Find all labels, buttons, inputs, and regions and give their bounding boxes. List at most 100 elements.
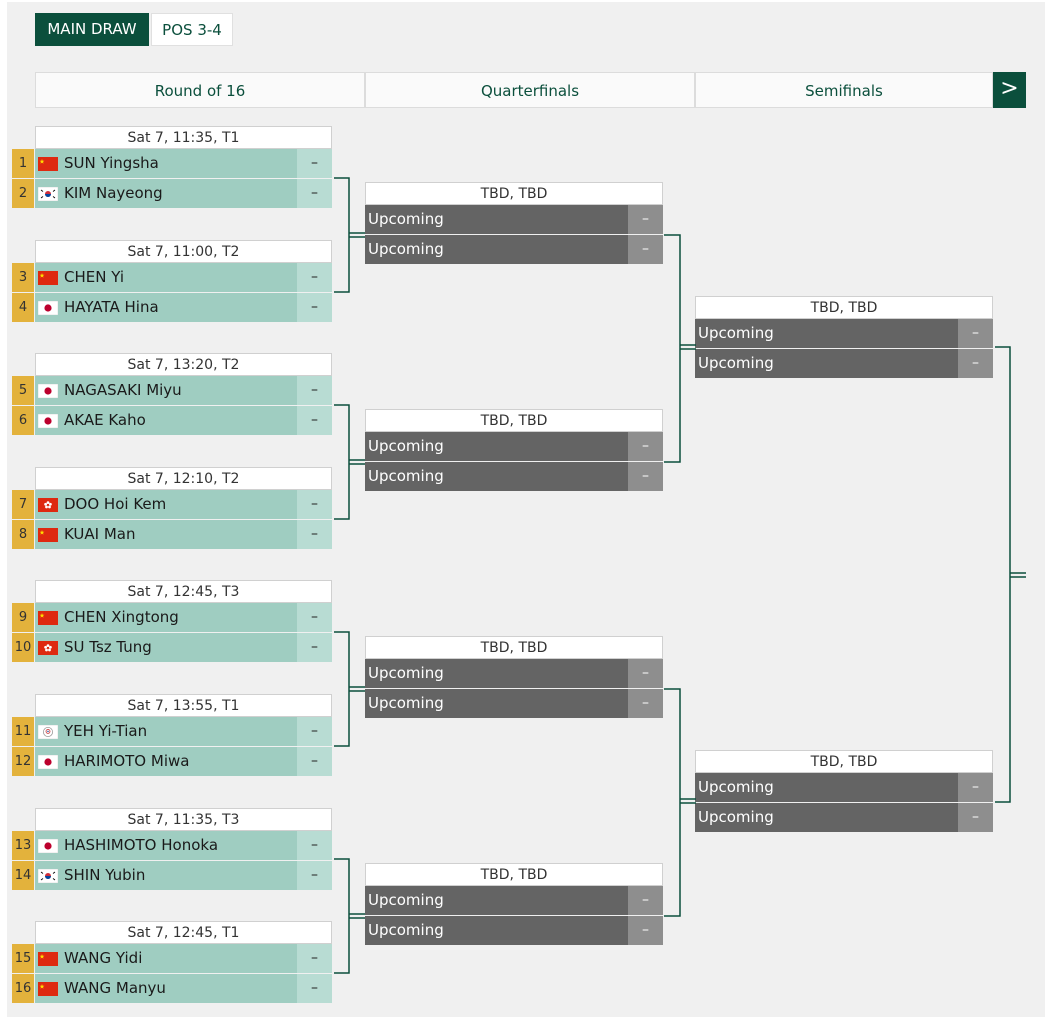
seed-number: 10 <box>12 633 34 663</box>
slot-score: – <box>628 659 663 688</box>
tab-pos-3-4[interactable]: POS 3-4 <box>151 13 233 46</box>
upcoming-slot[interactable]: Upcoming <box>365 462 628 491</box>
slot-label: Upcoming <box>368 240 444 258</box>
upcoming-slot[interactable]: Upcoming <box>365 886 628 915</box>
china-flag-icon <box>38 156 58 171</box>
upcoming-slot[interactable]: Upcoming <box>695 803 958 832</box>
china-flag-icon <box>38 951 58 967</box>
player-row[interactable]: YEH Yi-Tian <box>35 717 297 746</box>
player-row[interactable]: DOO Hoi Kem <box>35 489 297 519</box>
player-score: – <box>297 406 332 436</box>
slot-score: – <box>958 803 993 832</box>
player-row[interactable]: SHIN Yubin <box>35 860 297 890</box>
slot-label: Upcoming <box>368 694 444 712</box>
slot-score: – <box>958 319 993 348</box>
player-row[interactable]: SU Tsz Tung <box>35 633 297 663</box>
japan-flag-icon <box>37 754 59 770</box>
china-flag-icon <box>38 527 58 542</box>
match-datetime: TBD, TBD <box>695 750 993 773</box>
player-name: WANG Manyu <box>64 979 166 998</box>
player-row[interactable]: HAYATA Hina <box>35 292 297 322</box>
seed-number: 7 <box>12 489 34 519</box>
seed-number: 14 <box>12 860 34 890</box>
round-header-sf[interactable]: Semifinals <box>695 72 993 108</box>
seed-number: 9 <box>12 603 34 633</box>
match-datetime: TBD, TBD <box>365 409 663 432</box>
match-datetime: Sat 7, 11:35, T1 <box>35 126 332 149</box>
hong-kong-flag-icon <box>38 640 58 656</box>
player-name: CHEN Xingtong <box>64 608 179 627</box>
player-score: – <box>297 376 332 406</box>
slot-label: Upcoming <box>698 778 774 796</box>
match-datetime: Sat 7, 13:55, T1 <box>35 694 332 717</box>
slot-score: – <box>628 205 663 234</box>
player-score: – <box>297 747 332 776</box>
player-name: KIM Nayeong <box>64 184 163 202</box>
slot-score: – <box>958 773 993 802</box>
player-score: – <box>297 519 332 549</box>
slot-score: – <box>958 349 993 378</box>
slot-score: – <box>628 916 663 945</box>
slot-label: Upcoming <box>368 210 444 228</box>
slot-label: Upcoming <box>698 324 774 342</box>
match-datetime: Sat 7, 12:45, T1 <box>35 921 332 945</box>
player-row[interactable]: SUN Yingsha <box>35 149 297 178</box>
match-datetime: TBD, TBD <box>365 636 663 659</box>
player-name: WANG Yidi <box>64 949 143 968</box>
slot-score: – <box>628 235 663 264</box>
player-name: HASHIMOTO Honoka <box>64 835 219 854</box>
match-datetime: Sat 7, 11:00, T2 <box>35 239 332 263</box>
upcoming-slot[interactable]: Upcoming <box>365 205 628 234</box>
slot-score: – <box>628 432 663 461</box>
player-row[interactable]: HARIMOTO Miwa <box>35 747 297 776</box>
player-name: SU Tsz Tung <box>64 638 152 657</box>
player-row[interactable]: CHEN Xingtong <box>35 603 297 633</box>
match-datetime: TBD, TBD <box>365 863 663 886</box>
upcoming-slot[interactable]: Upcoming <box>365 916 628 945</box>
player-score: – <box>297 179 332 208</box>
match-datetime: TBD, TBD <box>365 182 663 205</box>
upcoming-slot[interactable]: Upcoming <box>365 432 628 461</box>
match-datetime: Sat 7, 12:10, T2 <box>35 466 332 490</box>
seed-number: 2 <box>12 179 34 208</box>
player-score: – <box>297 717 332 746</box>
slot-label: Upcoming <box>368 664 444 682</box>
seed-number: 16 <box>12 974 34 1004</box>
player-row[interactable]: HASHIMOTO Honoka <box>35 830 297 860</box>
player-row[interactable]: NAGASAKI Miyu <box>35 376 297 406</box>
seed-number: 4 <box>12 292 34 322</box>
player-row[interactable]: CHEN Yi <box>35 262 297 292</box>
match-datetime: Sat 7, 12:45, T3 <box>35 580 332 604</box>
upcoming-slot[interactable]: Upcoming <box>695 349 958 378</box>
match-datetime: TBD, TBD <box>695 296 993 319</box>
seed-number: 8 <box>12 519 34 549</box>
round-header-r16[interactable]: Round of 16 <box>35 72 365 108</box>
player-row[interactable]: WANG Yidi <box>35 944 297 974</box>
player-name: KUAI Man <box>64 524 136 543</box>
seed-number: 5 <box>12 376 34 406</box>
upcoming-slot[interactable]: Upcoming <box>365 235 628 264</box>
player-row[interactable]: KUAI Man <box>35 519 297 549</box>
slot-label: Upcoming <box>698 354 774 372</box>
player-row[interactable]: KIM Nayeong <box>35 179 297 208</box>
next-round-button[interactable]: > <box>993 72 1026 108</box>
upcoming-slot[interactable]: Upcoming <box>365 689 628 718</box>
slot-label: Upcoming <box>368 921 444 939</box>
player-score: – <box>297 633 332 663</box>
slot-score: – <box>628 886 663 915</box>
tab-main-draw[interactable]: MAIN DRAW <box>35 13 149 46</box>
seed-number: 1 <box>12 149 34 178</box>
player-name: CHEN Yi <box>64 267 125 286</box>
player-score: – <box>297 149 332 178</box>
player-row[interactable]: WANG Manyu <box>35 974 297 1004</box>
upcoming-slot[interactable]: Upcoming <box>365 659 628 688</box>
player-row[interactable]: AKAE Kaho <box>35 406 297 436</box>
match-datetime: Sat 7, 13:20, T2 <box>35 353 332 377</box>
seed-number: 6 <box>12 406 34 436</box>
seed-number: 3 <box>12 262 34 292</box>
japan-flag-icon <box>37 413 59 429</box>
upcoming-slot[interactable]: Upcoming <box>695 773 958 802</box>
upcoming-slot[interactable]: Upcoming <box>695 319 958 348</box>
player-name: NAGASAKI Miyu <box>64 381 182 400</box>
round-header-qf[interactable]: Quarterfinals <box>365 72 695 108</box>
